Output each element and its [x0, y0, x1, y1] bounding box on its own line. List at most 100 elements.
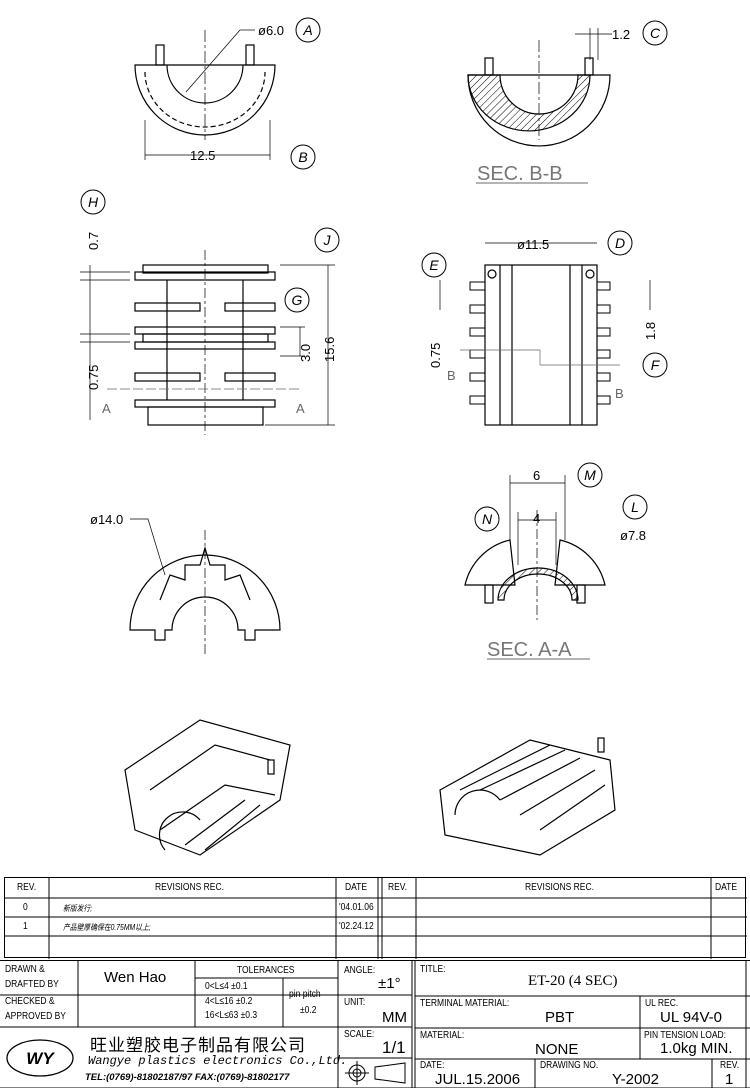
date-label: DATE: [420, 1060, 445, 1071]
isometric-view-left [124, 719, 291, 856]
svg-text:J: J [323, 232, 332, 248]
rev-value: 1 [725, 1071, 734, 1088]
svg-text:D: D [615, 235, 625, 251]
section-b-b-title: SEC. B-B [477, 163, 563, 185]
unit-value: MM [382, 1009, 407, 1026]
label-h-marker: H [80, 189, 106, 215]
dim-0-7: 0.7 [86, 232, 101, 250]
label-l-marker: L [622, 494, 648, 520]
dim-0-75-right: 0.75 [428, 343, 443, 368]
revisions-header: REVISIONS REC. [155, 882, 224, 893]
top-view-half-ring [134, 29, 276, 160]
pin-pitch-tolerance: ±0.2 [300, 1005, 317, 1016]
drawing-title: ET-20 (4 SEC) [528, 973, 618, 989]
label-e-marker: E [421, 252, 447, 278]
drawn-by-name: Wen Hao [104, 969, 167, 986]
dim-dia-7-8: ø7.8 [620, 528, 646, 543]
svg-text:M: M [584, 467, 596, 483]
tolerance-row-2: 4<L≤16 ±0.2 [205, 996, 253, 1007]
svg-text:B: B [298, 149, 307, 165]
dim-dia-6: ø6.0 [258, 23, 284, 38]
revision-0-date: '04.01.06 [339, 902, 374, 913]
pin-tension-label: PIN TENSION LOAD: [644, 1030, 727, 1041]
label-c-marker: C [642, 20, 668, 46]
company-name-chinese: 旺业塑胶电子制品有限公司 [90, 1036, 306, 1056]
checked-label-line1: CHECKED & [5, 996, 55, 1007]
dim-dia-11-5: ø11.5 [517, 237, 549, 252]
label-b-marker: B [290, 144, 316, 170]
section-b-b-view [467, 28, 612, 184]
section-mark-b-right: B [615, 386, 624, 401]
dim-4: 4 [533, 511, 540, 526]
section-mark-a-left: A [102, 401, 111, 416]
dim-3-0: 3.0 [298, 344, 313, 362]
label-d-marker: D [607, 230, 633, 256]
svg-text:C: C [650, 25, 661, 41]
dim-1-8: 1.8 [643, 322, 658, 340]
label-n-marker: N [474, 506, 500, 532]
company-contact: TEL:(0769)-81802187/97 FAX:(0769)-818021… [85, 1072, 290, 1083]
svg-text:F: F [651, 357, 661, 373]
svg-text:L: L [631, 499, 639, 515]
revisions-grid [5, 878, 747, 959]
front-view-bobbin [439, 242, 651, 426]
date-header: DATE [345, 882, 368, 893]
dim-thickness-1-2: 1.2 [612, 27, 630, 42]
drawing-views: A B C H J G D E F M N L ø6.0 12.5 1.2 0.… [80, 17, 668, 856]
section-a-a-view [464, 475, 606, 660]
revisions-header-right: REVISIONS REC. [525, 882, 594, 893]
company-name-english: Wangye plastics electronics Co.,Ltd. [88, 1054, 348, 1068]
rev-header: REV. [17, 882, 37, 893]
material-label: MATERIAL: [420, 1030, 465, 1041]
revision-0-number: 0 [23, 902, 28, 913]
dim-0-75: 0.75 [86, 365, 101, 390]
terminal-material-label: TERMINAL MATERIAL: [420, 998, 510, 1009]
revisions-table: REV. REVISIONS REC. DATE REV. REVISIONS … [4, 877, 747, 959]
revision-1-date: '02.24.12 [339, 921, 374, 932]
label-g-marker: G [284, 287, 310, 313]
dim-dia-14: ø14.0 [90, 512, 123, 527]
bottom-view-ring [129, 518, 281, 655]
isometric-view-right [439, 737, 616, 856]
svg-text:H: H [88, 194, 99, 210]
drawn-label-line1: DRAWN & [5, 964, 45, 975]
unit-label: UNIT: [344, 997, 366, 1008]
label-j-marker: J [314, 227, 340, 253]
title-block-grid: WY [0, 961, 750, 1088]
svg-text:G: G [292, 292, 303, 308]
ul-rec-value: UL 94V-0 [660, 1009, 722, 1026]
tolerance-row-1: 0<L≤4 ±0.1 [205, 981, 248, 992]
section-a-a-title: SEC. A-A [487, 639, 572, 661]
drawing-number-label: DRAWING NO. [540, 1060, 599, 1071]
checked-label-line2: APPROVED BY [5, 1011, 66, 1022]
section-mark-b-left: B [447, 368, 456, 383]
projection-symbol-icon [345, 1061, 406, 1085]
title-block: WY DRAWN & DRAFTED BY Wen Hao CHECKED & … [0, 960, 750, 1088]
drawing-number-value: Y-2002 [612, 1071, 659, 1088]
angle-label: ANGLE: [344, 965, 376, 976]
dim-6: 6 [533, 468, 540, 483]
title-label: TITLE: [420, 964, 446, 975]
company-logo: WY [6, 1039, 74, 1077]
label-m-marker: M [577, 462, 603, 488]
side-view-bobbin [80, 250, 335, 435]
scale-label: SCALE: [344, 1029, 375, 1040]
section-mark-a-right: A [296, 401, 305, 416]
angle-value: ±1° [378, 975, 401, 992]
date-header-right: DATE [715, 882, 738, 893]
pin-pitch-label: pin pitch [289, 989, 321, 1000]
pin-tension-value: 1.0kg MIN. [660, 1040, 733, 1057]
material-value: NONE [535, 1041, 579, 1058]
tolerance-row-3: 16<L≤63 ±0.3 [205, 1010, 258, 1021]
revision-1-description: 产品壁厚确保在0.75MM以上; [63, 923, 151, 932]
label-f-marker: F [642, 352, 668, 378]
dim-15-6: 15.6 [322, 337, 337, 362]
scale-value: 1/1 [382, 1038, 406, 1057]
rev-label: REV. [720, 1060, 740, 1071]
dim-width-12-5: 12.5 [190, 148, 215, 163]
label-a-marker: A [295, 17, 321, 43]
revision-1-number: 1 [23, 921, 28, 932]
revision-0-description: 新版发行; [63, 904, 93, 913]
date-value: JUL.15.2006 [435, 1071, 521, 1088]
